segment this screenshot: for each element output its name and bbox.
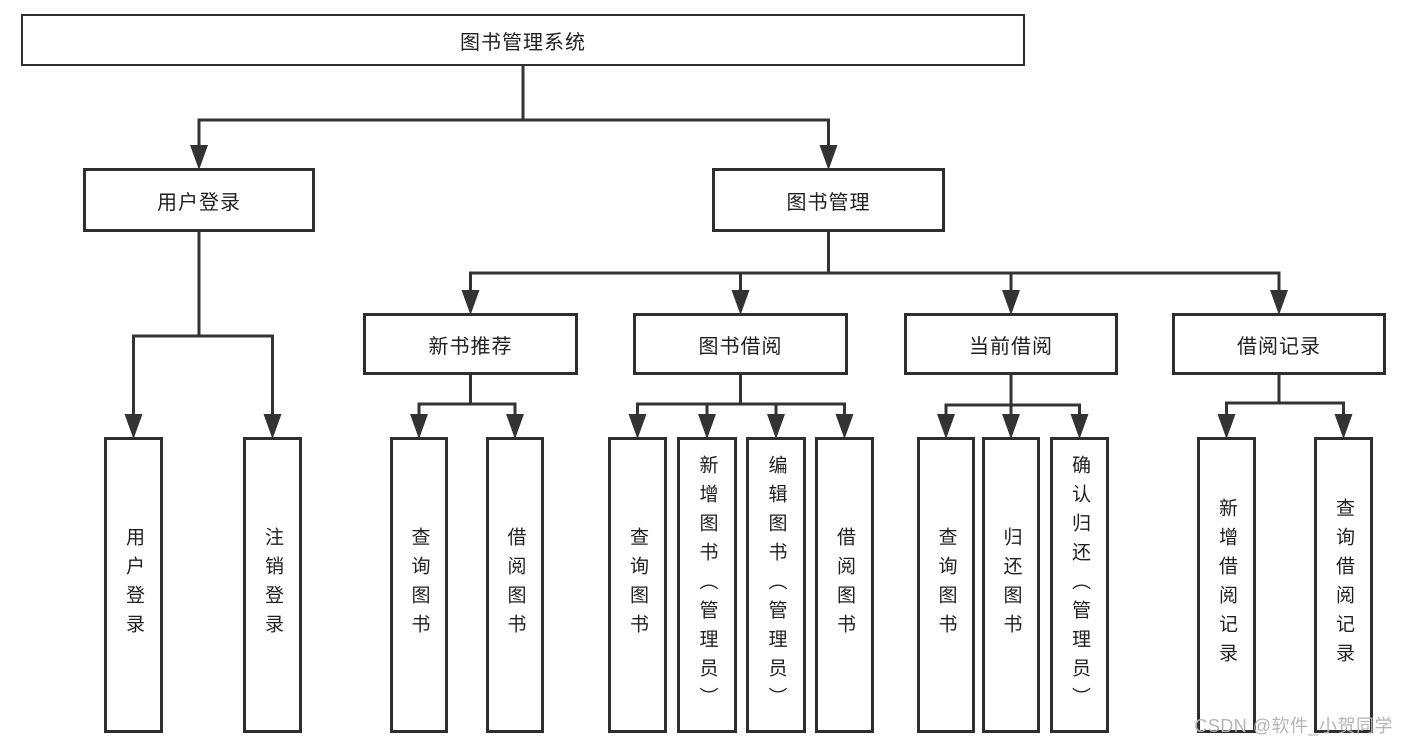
node-label-leaf-cb-return-book: 归还图书 bbox=[1000, 527, 1022, 643]
node-label-leaf-br-add-record: 新增借阅记录 bbox=[1216, 498, 1237, 672]
node-leaf-nbr-query-book: 查询图书 bbox=[390, 437, 448, 733]
node-leaf-bb-borrow-book: 借阅图书 bbox=[815, 437, 874, 733]
node-leaf-cb-confirm-return: 确认归还（管理员） bbox=[1050, 437, 1109, 733]
node-label-leaf-bb-edit-book: 编辑图书（管理员） bbox=[765, 454, 787, 716]
node-label-leaf-cb-confirm-return: 确认归还（管理员） bbox=[1069, 454, 1090, 716]
node-leaf-bb-add-book: 新增图书（管理员） bbox=[677, 437, 737, 733]
watermark: CSDN @软件_小贺同学 bbox=[1194, 716, 1393, 736]
arrowhead-icon bbox=[1270, 290, 1288, 315]
node-root: 图书管理系统 bbox=[21, 14, 1025, 66]
node-user-login: 用户登录 bbox=[83, 168, 315, 232]
node-label-leaf-br-query-record: 查询借阅记录 bbox=[1333, 498, 1354, 672]
node-label-leaf-logout: 注销登录 bbox=[262, 527, 283, 643]
arrowhead-icon bbox=[698, 414, 716, 439]
arrowhead-icon bbox=[767, 414, 785, 439]
node-leaf-nbr-borrow-book: 借阅图书 bbox=[486, 437, 544, 733]
arrowhead-icon bbox=[410, 414, 428, 439]
node-label-book-borrowing: 图书借阅 bbox=[698, 335, 783, 358]
node-leaf-cb-return-book: 归还图书 bbox=[982, 437, 1040, 733]
arrowhead-icon bbox=[124, 414, 143, 439]
node-new-book-recommend: 新书推荐 bbox=[363, 313, 578, 375]
node-label-leaf-bb-add-book: 新增图书（管理员） bbox=[696, 454, 718, 716]
arrowhead-icon bbox=[1217, 414, 1236, 439]
node-label-current-borrowing: 当前借阅 bbox=[969, 335, 1053, 358]
node-label-leaf-user-login: 用户登录 bbox=[123, 527, 144, 643]
arrowhead-icon bbox=[628, 414, 647, 439]
node-label-root: 图书管理系统 bbox=[460, 31, 586, 54]
node-label-leaf-cb-query-book: 查询图书 bbox=[935, 527, 957, 643]
node-leaf-br-query-record: 查询借阅记录 bbox=[1314, 437, 1373, 733]
node-leaf-br-add-record: 新增借阅记录 bbox=[1197, 437, 1256, 733]
arrowhead-icon bbox=[1002, 414, 1020, 439]
node-leaf-bb-edit-book: 编辑图书（管理员） bbox=[746, 437, 806, 733]
node-leaf-bb-query-book: 查询图书 bbox=[608, 437, 667, 733]
node-label-leaf-bb-query-book: 查询图书 bbox=[627, 527, 648, 643]
arrowhead-icon bbox=[1334, 414, 1353, 439]
node-label-user-login: 用户登录 bbox=[157, 191, 241, 214]
node-label-leaf-nbr-borrow-book: 借阅图书 bbox=[504, 527, 526, 643]
node-label-book-management: 图书管理 bbox=[786, 191, 871, 214]
node-current-borrowing: 当前借阅 bbox=[904, 313, 1118, 375]
arrowhead-icon bbox=[1002, 290, 1020, 315]
node-book-borrowing: 图书借阅 bbox=[633, 313, 848, 375]
arrowhead-icon bbox=[819, 145, 838, 170]
node-leaf-user-login: 用户登录 bbox=[104, 437, 163, 733]
arrowhead-icon bbox=[1070, 414, 1089, 439]
node-label-borrow-records: 借阅记录 bbox=[1237, 335, 1321, 358]
node-label-new-book-recommend: 新书推荐 bbox=[428, 335, 513, 358]
node-label-leaf-bb-borrow-book: 借阅图书 bbox=[834, 527, 855, 643]
arrowhead-icon bbox=[731, 290, 750, 315]
node-leaf-logout: 注销登录 bbox=[243, 437, 302, 733]
arrowhead-icon bbox=[835, 414, 854, 439]
arrowhead-icon bbox=[190, 145, 208, 170]
arrowhead-icon bbox=[937, 414, 955, 439]
arrowhead-icon bbox=[461, 290, 480, 315]
node-book-management: 图书管理 bbox=[712, 168, 945, 232]
arrowhead-icon bbox=[506, 414, 524, 439]
node-label-leaf-nbr-query-book: 查询图书 bbox=[408, 527, 430, 643]
arrowhead-icon bbox=[263, 414, 282, 439]
node-borrow-records: 借阅记录 bbox=[1172, 313, 1386, 375]
node-leaf-cb-query-book: 查询图书 bbox=[917, 437, 975, 733]
